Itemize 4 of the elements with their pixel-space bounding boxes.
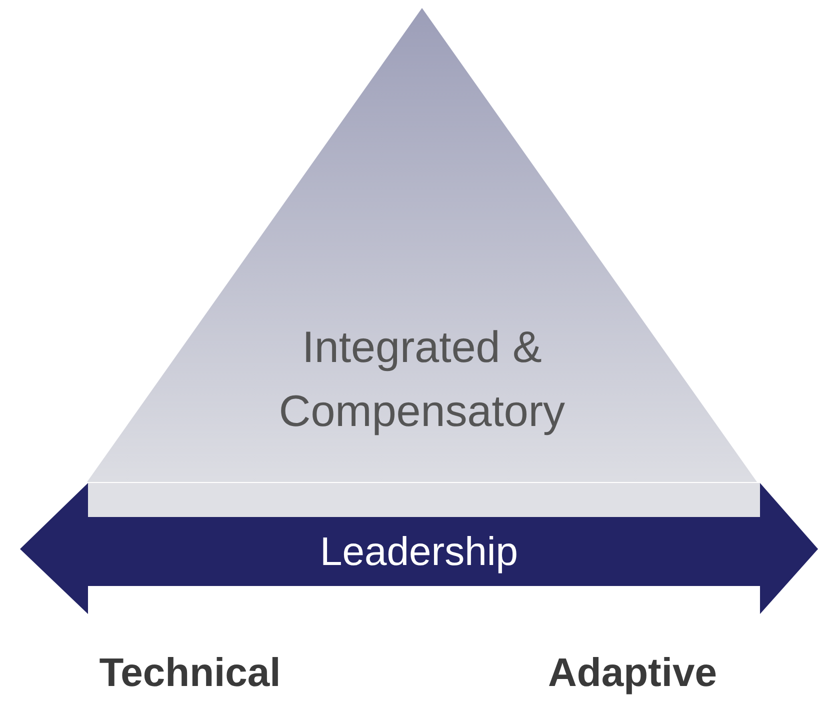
axis-end-label: Technical [99,650,281,697]
arrow-label: Leadership [320,529,518,576]
axis-end-label: Adaptive [548,650,717,697]
triangle-label: Integrated & Compensatory [278,322,566,438]
